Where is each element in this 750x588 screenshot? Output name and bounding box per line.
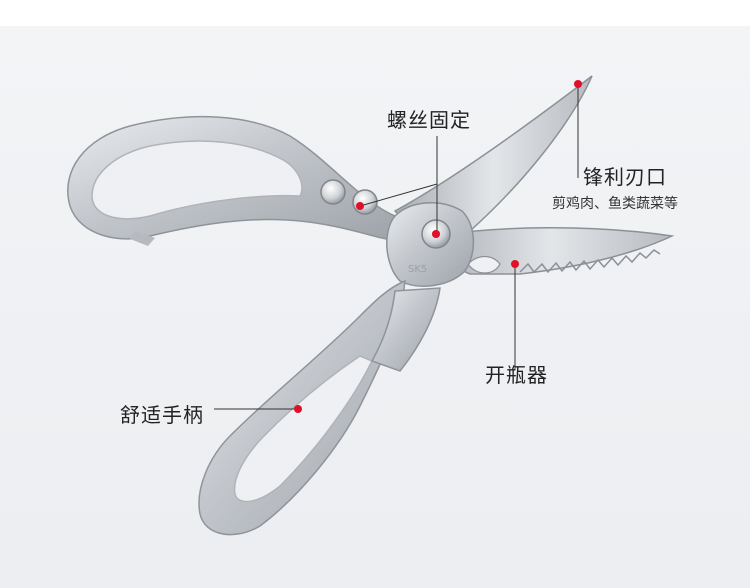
marker-dots: [294, 80, 582, 413]
scissors-illustration: SK5: [67, 75, 675, 536]
label-opener: 开瓶器: [485, 363, 548, 387]
label-blade-sub: 剪鸡肉、鱼类蔬菜等: [552, 196, 678, 212]
rivet-dot: [356, 202, 364, 210]
screw-dot: [432, 230, 440, 238]
opener-dot: [511, 260, 519, 268]
label-handle: 舒适手柄: [120, 403, 204, 427]
lower-blade: [428, 227, 675, 275]
product-stage: SK5 螺丝固定 锋利刃口 剪鸡: [0, 26, 750, 588]
pivot-plate: SK5: [386, 202, 475, 287]
top-handle: [67, 115, 396, 246]
label-blade: 锋利刃口: [583, 165, 667, 189]
leader-lines: [214, 84, 579, 410]
label-screw: 螺丝固定: [387, 108, 471, 132]
screw-leader-2: [359, 183, 438, 207]
engraving-text: SK5: [408, 264, 427, 275]
handle-dot: [294, 405, 302, 413]
blade-dot: [574, 80, 582, 88]
bottom-handle: [198, 279, 441, 536]
